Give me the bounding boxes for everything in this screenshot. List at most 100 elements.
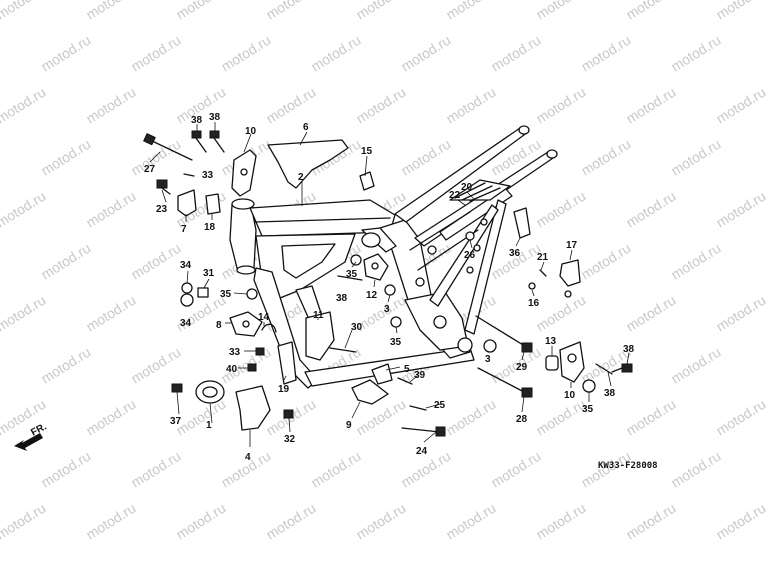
part-label-19: 19 bbox=[278, 384, 290, 395]
watermark-text: motod.ru bbox=[0, 500, 48, 543]
watermark-text: motod.ru bbox=[488, 240, 543, 283]
watermark-text: motod.ru bbox=[443, 0, 498, 23]
watermark-text: motod.ru bbox=[38, 136, 93, 179]
part-label-24: 24 bbox=[416, 446, 428, 457]
bolt-27 bbox=[143, 133, 193, 161]
watermark-text: motod.ru bbox=[128, 448, 183, 491]
part-label-5: 5 bbox=[404, 364, 410, 375]
watermark-text: motod.ru bbox=[443, 500, 498, 543]
bracket-small bbox=[177, 189, 197, 217]
watermark-text: motod.ru bbox=[83, 292, 138, 335]
part-label-21: 21 bbox=[537, 252, 549, 263]
watermark-text: motod.ru bbox=[83, 500, 138, 543]
watermark-text: motod.ru bbox=[308, 448, 363, 491]
part-label-33: 33 bbox=[202, 170, 214, 181]
part-label-14: 14 bbox=[258, 312, 270, 323]
direction-label: FR. bbox=[29, 421, 49, 438]
watermark-text: motod.ru bbox=[0, 188, 48, 231]
part-label-35: 35 bbox=[582, 404, 594, 415]
part-label-3: 3 bbox=[384, 304, 390, 315]
watermark-text: motod.ru bbox=[353, 0, 408, 23]
watermark-text: motod.ru bbox=[533, 292, 588, 335]
part-label-1: 1 bbox=[206, 420, 212, 431]
watermark-text: motod.ru bbox=[623, 292, 678, 335]
part-label-34: 34 bbox=[180, 260, 192, 271]
watermark-text: motod.ru bbox=[263, 0, 318, 23]
main-frame bbox=[229, 125, 558, 389]
diagram-code: KW33-F28008 bbox=[598, 461, 658, 471]
watermark-text: motod.ru bbox=[38, 344, 93, 387]
watermark-text: motod.ru bbox=[83, 188, 138, 231]
watermark-text: motod.ru bbox=[623, 0, 678, 23]
part-label-38: 38 bbox=[604, 388, 616, 399]
watermark-text: motod.ru bbox=[38, 240, 93, 283]
watermark-text: motod.ru bbox=[713, 396, 768, 439]
cap-1 bbox=[195, 380, 225, 404]
watermark-text: motod.ru bbox=[578, 240, 633, 283]
part-label-31: 31 bbox=[203, 268, 215, 279]
watermark-text: motod.ru bbox=[533, 500, 588, 543]
watermark-text: motod.ru bbox=[488, 32, 543, 75]
part-label-15: 15 bbox=[361, 146, 373, 157]
watermark-text: motod.ru bbox=[173, 0, 228, 23]
part-label-13: 13 bbox=[545, 336, 557, 347]
watermark-text: motod.ru bbox=[83, 396, 138, 439]
part-label-37: 37 bbox=[170, 416, 182, 427]
part-label-6: 6 bbox=[303, 122, 309, 133]
part-label-34: 34 bbox=[180, 318, 192, 329]
watermark-text: motod.ru bbox=[173, 500, 228, 543]
watermark-text: motod.ru bbox=[578, 32, 633, 75]
part-label-12: 12 bbox=[366, 290, 378, 301]
part-label-20: 20 bbox=[461, 182, 473, 193]
watermark-text: motod.ru bbox=[173, 396, 228, 439]
part-label-35: 35 bbox=[220, 289, 232, 300]
part-label-7: 7 bbox=[181, 224, 187, 235]
watermark-text: motod.ru bbox=[38, 448, 93, 491]
part-label-30: 30 bbox=[351, 322, 363, 333]
bolts-38-top bbox=[191, 130, 225, 153]
watermark-text: motod.ru bbox=[488, 448, 543, 491]
part-label-18: 18 bbox=[204, 222, 216, 233]
watermark-text: motod.ru bbox=[623, 188, 678, 231]
watermark-text: motod.ru bbox=[623, 500, 678, 543]
part-label-27: 27 bbox=[144, 164, 156, 175]
part-label-32: 32 bbox=[284, 434, 296, 445]
part-label-17: 17 bbox=[566, 240, 578, 251]
part-label-10: 10 bbox=[245, 126, 257, 137]
watermark-text: motod.ru bbox=[623, 84, 678, 127]
part-label-36: 36 bbox=[509, 248, 521, 259]
watermark-text: motod.ru bbox=[533, 396, 588, 439]
watermark-text: motod.ru bbox=[533, 84, 588, 127]
leader-lines bbox=[149, 122, 630, 447]
part-label-4: 4 bbox=[245, 452, 251, 463]
watermark-text: motod.ru bbox=[353, 84, 408, 127]
part-label-26: 26 bbox=[464, 250, 476, 261]
part-label-29: 29 bbox=[516, 362, 528, 373]
watermark-text: motod.ru bbox=[713, 0, 768, 23]
part-label-38: 38 bbox=[209, 112, 221, 123]
watermark-text: motod.ru bbox=[533, 0, 588, 23]
watermark-text: motod.ru bbox=[353, 500, 408, 543]
watermark-text: motod.ru bbox=[263, 500, 318, 543]
part-label-8: 8 bbox=[216, 320, 222, 331]
part-label-16: 16 bbox=[528, 298, 540, 309]
part-label-40: 40 bbox=[226, 364, 238, 375]
watermark-text: motod.ru bbox=[668, 240, 723, 283]
part-label-39: 39 bbox=[414, 370, 426, 381]
part-label-2: 2 bbox=[298, 172, 304, 183]
watermark-text: motod.ru bbox=[668, 344, 723, 387]
watermark-text: motod.ru bbox=[0, 0, 48, 23]
watermark-text: motod.ru bbox=[263, 84, 318, 127]
watermark-text: motod.ru bbox=[443, 84, 498, 127]
part-label-23: 23 bbox=[156, 204, 168, 215]
part-label-33: 33 bbox=[229, 347, 241, 358]
watermark-text: motod.ru bbox=[668, 32, 723, 75]
watermark-text: motod.ru bbox=[398, 136, 453, 179]
watermark-text: motod.ru bbox=[83, 0, 138, 23]
watermark-text: motod.ru bbox=[218, 32, 273, 75]
part-label-3: 3 bbox=[485, 354, 491, 365]
watermark-text: motod.ru bbox=[83, 84, 138, 127]
part-label-10: 10 bbox=[564, 390, 576, 401]
